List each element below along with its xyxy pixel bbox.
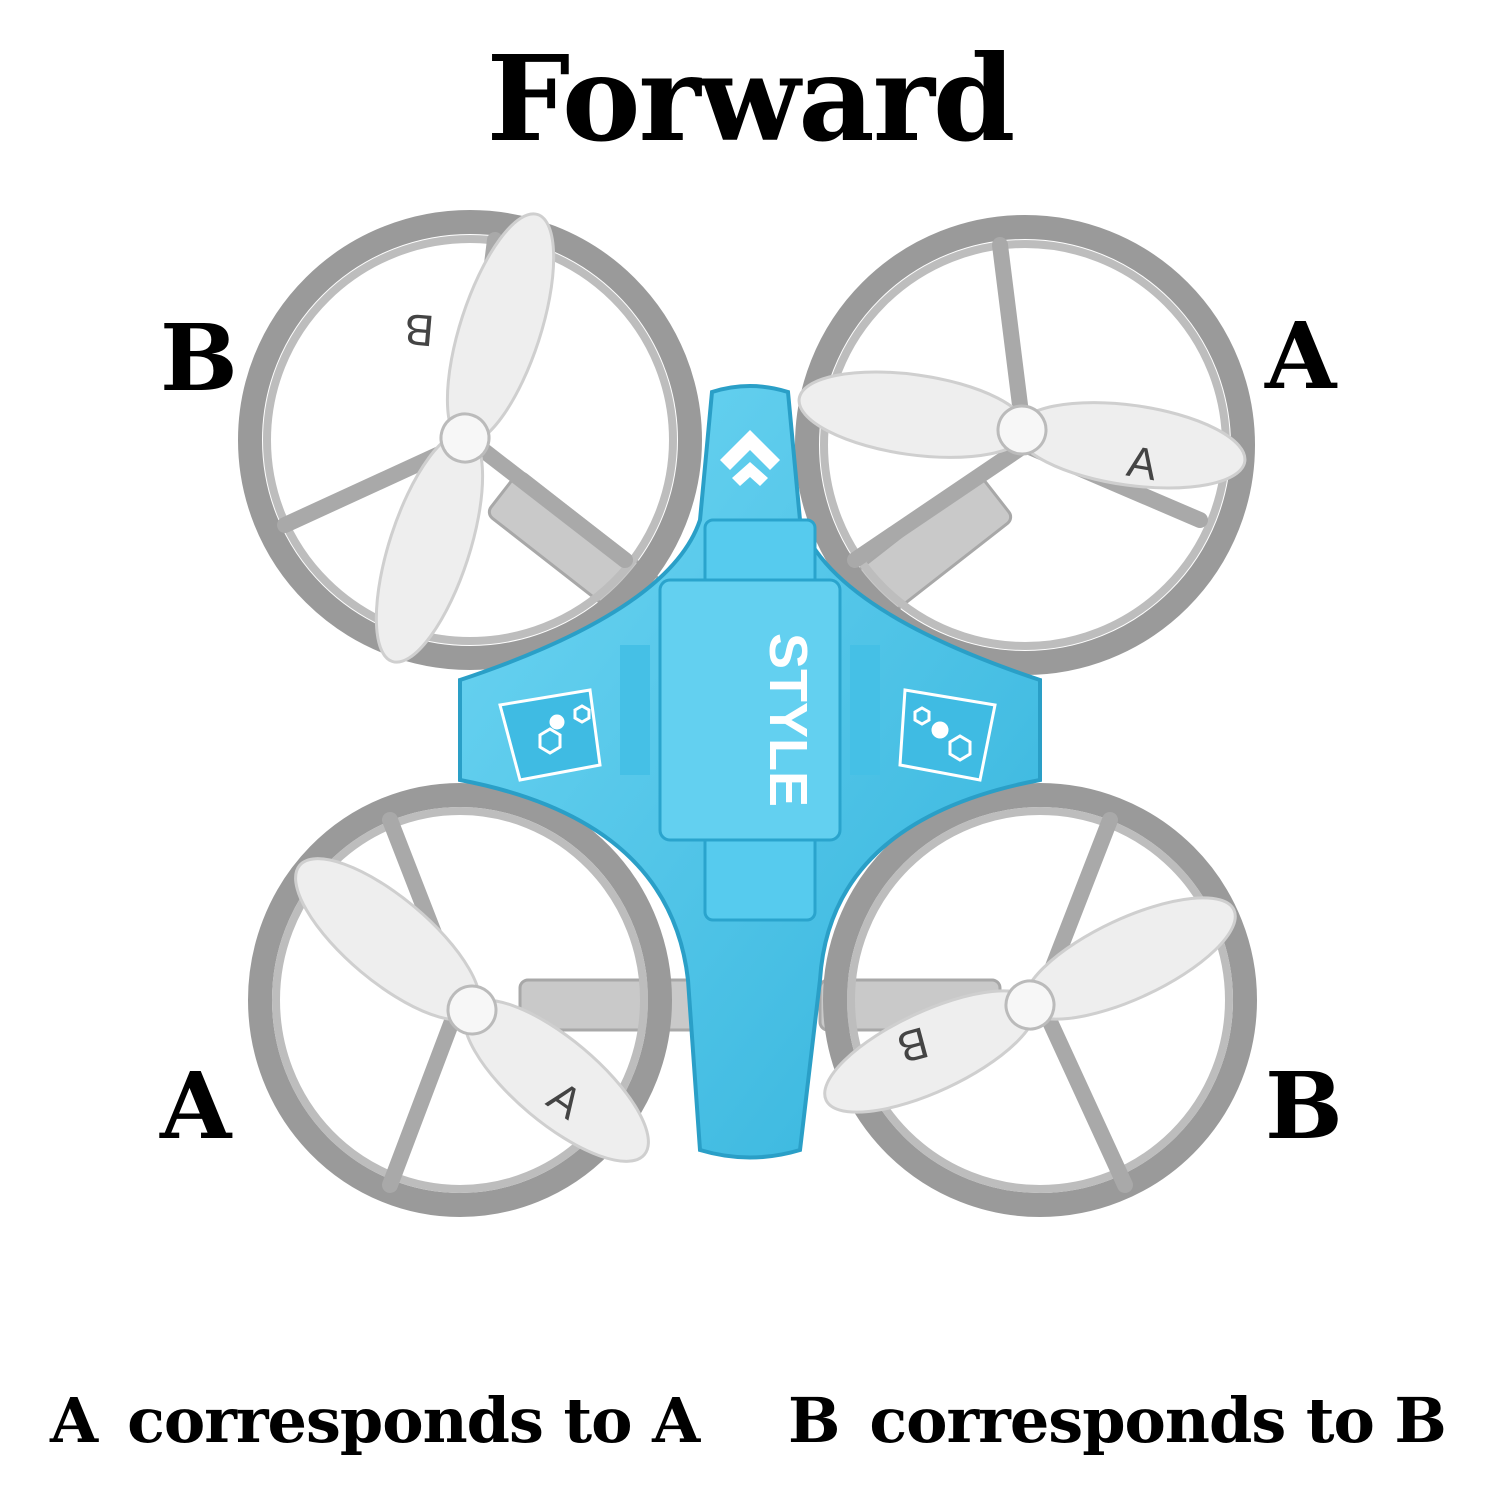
corner-label-rear-left: A bbox=[160, 1052, 232, 1160]
propeller-rear-right bbox=[823, 896, 1237, 1114]
hexagon-icon-left bbox=[538, 704, 591, 755]
guard-rear-right bbox=[823, 783, 1257, 1217]
propeller-front-right bbox=[797, 370, 1247, 490]
drone-body: STYLE bbox=[458, 384, 1042, 1160]
body-label: STYLE bbox=[758, 633, 818, 807]
guard-front-right bbox=[795, 215, 1255, 675]
corner-label-front-right: A bbox=[1265, 302, 1337, 410]
legend-key: A bbox=[50, 1384, 98, 1457]
corner-label-rear-right: B bbox=[1265, 1052, 1343, 1160]
propeller-guards bbox=[238, 210, 1257, 1217]
propeller-front-left bbox=[374, 212, 556, 664]
legend-text: corresponds to B bbox=[869, 1384, 1446, 1457]
guard-front-left bbox=[238, 210, 702, 670]
guard-rear-left bbox=[248, 783, 672, 1217]
legend-text: corresponds to A bbox=[127, 1384, 700, 1457]
brand-logo-icon bbox=[720, 430, 780, 486]
legend-key: B bbox=[788, 1384, 840, 1457]
propeller-label-front-left: B bbox=[402, 304, 436, 355]
propeller-rear-left bbox=[294, 857, 650, 1163]
diagram-title: Forward bbox=[486, 29, 1016, 168]
corner-label-front-left: B bbox=[160, 304, 238, 412]
hexagon-icon-right bbox=[913, 706, 972, 762]
